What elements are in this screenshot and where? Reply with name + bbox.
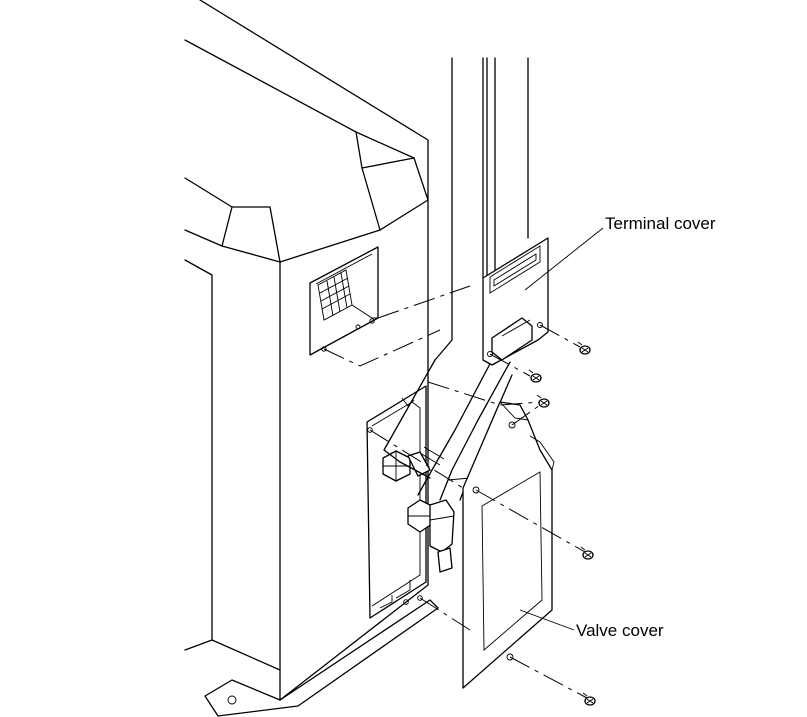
screw-3	[536, 394, 550, 408]
valve-cover-callout: Valve cover	[519, 609, 664, 640]
screw-4	[580, 546, 594, 560]
service-valve-upper	[382, 450, 431, 482]
terminal-block	[317, 269, 378, 321]
terminal-cover	[482, 237, 549, 366]
valve-cover	[462, 401, 555, 689]
refrigerant-pipes	[383, 57, 529, 501]
terminal-cover-callout: Terminal cover	[524, 214, 716, 291]
terminal-cover-label: Terminal cover	[605, 214, 716, 233]
screw-1	[577, 341, 591, 355]
outdoor-unit	[184, 0, 455, 717]
screw-5	[582, 692, 596, 706]
screw-2	[528, 369, 542, 383]
valve-cover-label: Valve cover	[576, 621, 664, 640]
service-valve-lower	[407, 499, 455, 573]
assembly-lines	[323, 285, 588, 699]
